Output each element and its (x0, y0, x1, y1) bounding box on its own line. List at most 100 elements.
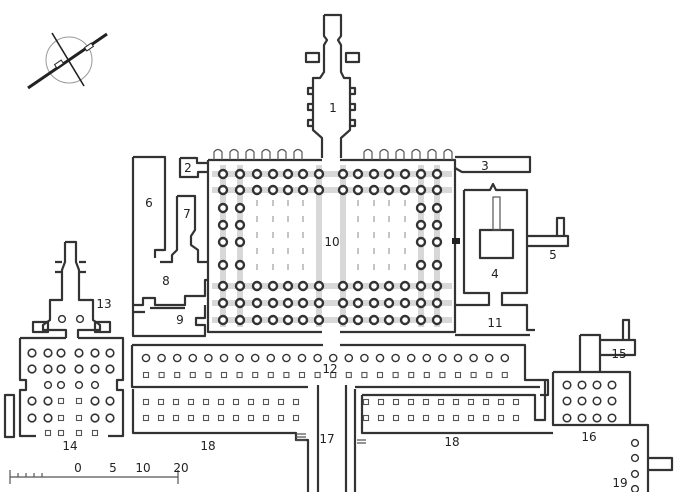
column (43, 413, 53, 423)
hall-12-pillar (252, 371, 259, 379)
hall-12-pillar (314, 371, 321, 379)
room-15 (578, 318, 637, 372)
hall-12-column (328, 353, 338, 363)
hall-column (313, 297, 325, 309)
pillar (75, 414, 83, 422)
hall-column (431, 280, 443, 292)
hall-12-pillar (361, 371, 368, 379)
pillar (217, 414, 225, 422)
hall-column (217, 280, 229, 292)
hall-column (251, 280, 263, 292)
room-19-column (630, 438, 640, 448)
hall-column (352, 184, 364, 196)
hall-column (431, 236, 443, 248)
hall-12-pillar (298, 371, 306, 379)
column (57, 314, 67, 324)
hall-column (297, 184, 309, 196)
hall-12-pillar (408, 371, 415, 379)
hall-column (383, 297, 395, 309)
pillar (262, 414, 270, 422)
hall-column (282, 168, 294, 180)
hall-column (297, 314, 309, 326)
pavement-band (212, 187, 452, 193)
hall-column (352, 314, 364, 326)
label-17: 17 (319, 432, 334, 446)
room-5 (527, 216, 570, 248)
hall-12-pillar (376, 371, 384, 379)
hall-12-pillar (330, 371, 337, 379)
hall-column (267, 168, 279, 180)
hall-12-pillar (158, 371, 165, 379)
hall-12-pillar (439, 371, 446, 379)
hall-12-column (313, 353, 322, 363)
pillar (187, 398, 195, 406)
pillar (392, 414, 400, 422)
hall-column (431, 259, 443, 271)
column (562, 413, 572, 423)
hall-column (368, 184, 380, 196)
court-18-right (353, 380, 553, 492)
hall-12-column (282, 353, 291, 363)
scale-bar: 0 5 10 20 (9, 461, 189, 484)
pillar (467, 414, 475, 422)
hall-12-pillar (205, 371, 212, 379)
hall-column (337, 280, 349, 292)
hall-12-column (500, 353, 510, 363)
pillar (75, 429, 83, 437)
hall-column (282, 280, 294, 292)
hall-12-pillar (470, 371, 477, 379)
column (43, 348, 53, 358)
hall-column (234, 168, 246, 180)
hall-column (217, 202, 229, 214)
room-19-side (648, 456, 674, 472)
hall-column (368, 168, 380, 180)
room-8 (131, 255, 208, 314)
hall-column (234, 236, 246, 248)
pillar (57, 414, 65, 422)
hall-column (313, 168, 325, 180)
room-16 (551, 370, 650, 492)
column (56, 348, 66, 358)
hall-column (399, 184, 411, 196)
room-19-column (630, 484, 640, 492)
column (592, 380, 602, 390)
column (607, 380, 617, 390)
hall-column (267, 314, 279, 326)
pillar (392, 398, 400, 406)
column (562, 396, 572, 406)
room-4-shrine (478, 228, 515, 260)
room-4-stair (492, 196, 501, 231)
hall-column (267, 184, 279, 196)
pillar (377, 414, 385, 422)
column (43, 380, 53, 390)
hall-column (431, 314, 443, 326)
pillar (247, 398, 255, 406)
pavement-band (212, 300, 452, 306)
pillar (202, 414, 210, 422)
hall-column (282, 184, 294, 196)
hall-column (313, 280, 325, 292)
label-14: 14 (62, 439, 77, 453)
hall-column (234, 314, 246, 326)
hall-column (282, 314, 294, 326)
scale-tick-20: 20 (173, 461, 188, 475)
pillar (482, 398, 490, 406)
label-7: 7 (183, 207, 191, 221)
room-labels: 1 2 3 4 5 6 7 8 9 10 11 12 13 14 15 16 1… (62, 101, 627, 490)
room-3 (454, 155, 532, 174)
room-19-column (630, 453, 640, 463)
hall-column (234, 259, 246, 271)
hall-column (282, 297, 294, 309)
scale-tick-5: 5 (109, 461, 117, 475)
hall-column (415, 236, 427, 248)
pillar (497, 398, 505, 406)
hall-column (383, 168, 395, 180)
hall-12-column (375, 353, 385, 363)
hall-column (234, 280, 246, 292)
label-18-right: 18 (444, 435, 459, 449)
hall-column (297, 280, 309, 292)
hall-column (415, 314, 427, 326)
hall-12-pillar (423, 371, 430, 379)
label-11: 11 (487, 316, 502, 330)
